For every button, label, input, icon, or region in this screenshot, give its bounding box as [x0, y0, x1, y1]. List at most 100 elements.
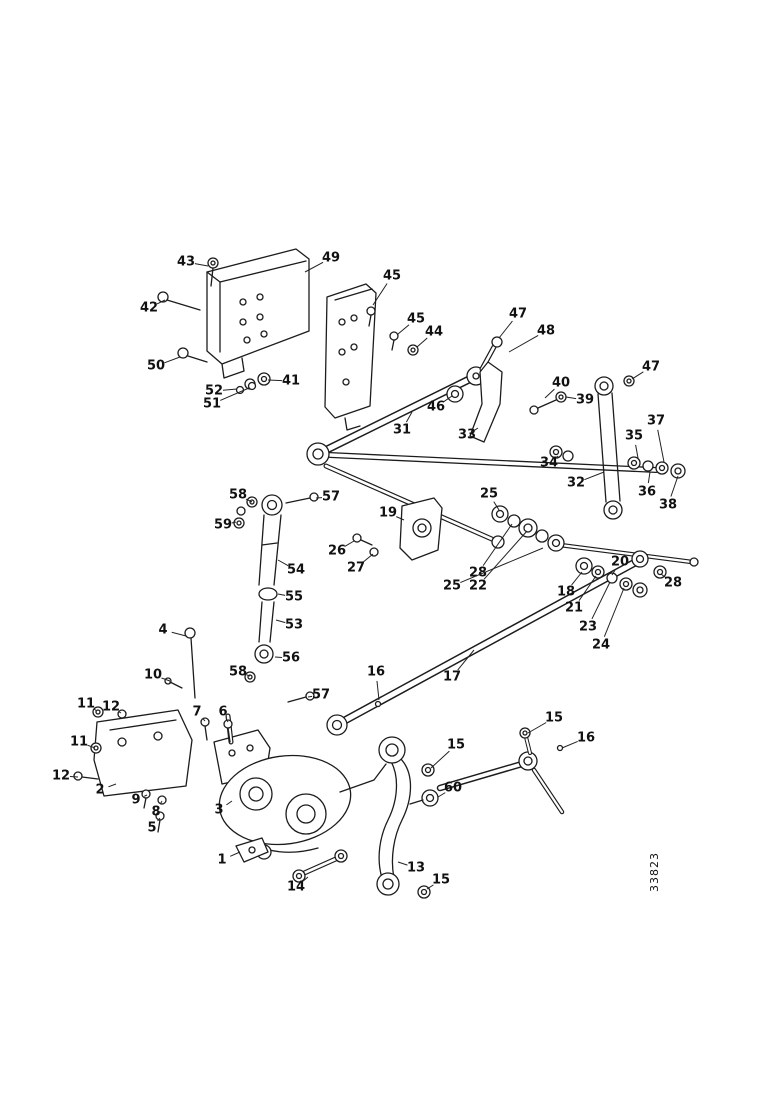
callout-leader-11-56 — [87, 744, 96, 749]
callout-leader-11-50 — [93, 708, 98, 712]
part-callout-43: 43 — [177, 255, 195, 270]
callout-leader-26-29 — [344, 540, 355, 547]
diagonal-link-rod — [323, 463, 505, 549]
part-callout-31: 31 — [393, 423, 411, 438]
callout-leader-46-12 — [443, 395, 453, 403]
callout-leader-20-35 — [611, 569, 616, 576]
part-callout-58: 58 — [229, 488, 247, 503]
part-callout-16: 16 — [577, 731, 595, 746]
lower-tie-rod — [436, 727, 565, 815]
left-mount-bracket — [93, 709, 193, 797]
part-callout-1: 1 — [217, 853, 226, 868]
part-callout-26: 26 — [328, 544, 346, 559]
bracket-hardware-bolts — [157, 257, 271, 395]
callout-leader-2-59 — [108, 783, 117, 788]
callout-leader-5-64 — [157, 817, 161, 822]
callout-leader-9-60 — [143, 794, 148, 797]
part-callout-38: 38 — [659, 498, 677, 513]
support-plate-hardware — [366, 306, 419, 356]
callout-leader-52-10 — [222, 388, 238, 391]
part-callout-56: 56 — [282, 651, 300, 666]
part-callout-46: 46 — [427, 400, 445, 415]
part-callout-11: 11 — [70, 735, 88, 750]
callout-leader-39-15 — [565, 396, 577, 400]
callout-leader-44-5 — [416, 337, 428, 348]
part-callout-15: 15 — [447, 738, 465, 753]
part-callout-20: 20 — [611, 555, 629, 570]
callout-leader-58-24 — [245, 498, 253, 503]
part-callout-9: 9 — [131, 793, 140, 808]
part-callout-47: 47 — [642, 360, 660, 375]
washer-stack-right — [549, 445, 686, 479]
callout-leader-19-28 — [396, 516, 405, 521]
mounting-bracket-plate — [206, 248, 310, 379]
callout-leader-25-27 — [493, 501, 500, 511]
left-vertical-strut — [254, 494, 283, 664]
part-callout-60: 60 — [444, 781, 462, 796]
strut-hardware — [164, 492, 319, 703]
callout-leader-48-7 — [508, 335, 539, 353]
callout-leader-25-34 — [460, 547, 544, 583]
part-callout-37: 37 — [647, 414, 665, 429]
part-callout-50: 50 — [147, 359, 165, 374]
callout-leader-51-11 — [220, 387, 250, 401]
callout-leader-41-9 — [267, 379, 283, 382]
part-callout-8: 8 — [151, 805, 160, 820]
callout-leader-15-57 — [430, 750, 450, 769]
callout-leader-36-22 — [647, 471, 651, 484]
housing-cover-bolts — [200, 717, 233, 743]
steering-knuckle-arm — [469, 361, 567, 443]
connecting-link — [292, 849, 348, 883]
callout-leader-49-1 — [304, 261, 324, 273]
ball-stud — [409, 789, 439, 807]
part-callout-33: 33 — [458, 428, 476, 443]
callout-leader-15-67 — [426, 884, 434, 890]
long-stabilizer-rod — [327, 452, 659, 473]
callout-leader-14-68 — [302, 876, 309, 882]
part-callout-25: 25 — [443, 579, 461, 594]
center-bracket — [352, 497, 443, 561]
callout-leader-47-6 — [498, 320, 513, 339]
callout-leader-3-63 — [226, 800, 233, 806]
callout-leader-16-55 — [561, 741, 578, 749]
part-callout-4: 4 — [158, 623, 167, 638]
part-callout-13: 13 — [407, 861, 425, 876]
part-callout-53: 53 — [285, 618, 303, 633]
lower-bracket — [235, 837, 269, 863]
part-callout-32: 32 — [567, 476, 585, 491]
part-callout-36: 36 — [638, 485, 656, 500]
part-callout-23: 23 — [579, 620, 597, 635]
callout-leader-55-38 — [277, 593, 286, 596]
part-callout-47: 47 — [509, 307, 527, 322]
part-callout-39: 39 — [576, 393, 594, 408]
part-callout-57: 57 — [322, 490, 340, 505]
part-callout-15: 15 — [432, 873, 450, 888]
part-callout-51: 51 — [203, 397, 221, 412]
part-callout-55: 55 — [285, 590, 303, 605]
part-callout-14: 14 — [287, 880, 305, 895]
bushing-stack-center — [491, 505, 565, 552]
callout-leader-28-32 — [482, 523, 513, 566]
part-callout-58: 58 — [229, 665, 247, 680]
callout-leader-16-47 — [376, 680, 380, 701]
right-vertical-link — [594, 375, 635, 520]
part-callout-45: 45 — [407, 312, 425, 327]
part-callout-40: 40 — [552, 376, 570, 391]
callout-leader-23-40 — [591, 581, 611, 620]
callout-leader-53-42 — [275, 619, 286, 624]
callout-leader-45-3 — [372, 283, 388, 306]
part-callout-22: 22 — [469, 579, 487, 594]
part-callout-11: 11 — [77, 697, 95, 712]
part-callout-12: 12 — [52, 769, 70, 784]
callout-leader-43-0 — [194, 263, 209, 267]
callout-leader-37-18 — [657, 429, 665, 463]
part-callout-12: 12 — [102, 700, 120, 715]
part-callout-19: 19 — [379, 506, 397, 521]
callout-leader-21-39 — [578, 575, 597, 601]
washer-stack-center-right — [575, 557, 667, 598]
support-plate — [324, 283, 377, 431]
callout-leader-32-21 — [584, 471, 605, 481]
